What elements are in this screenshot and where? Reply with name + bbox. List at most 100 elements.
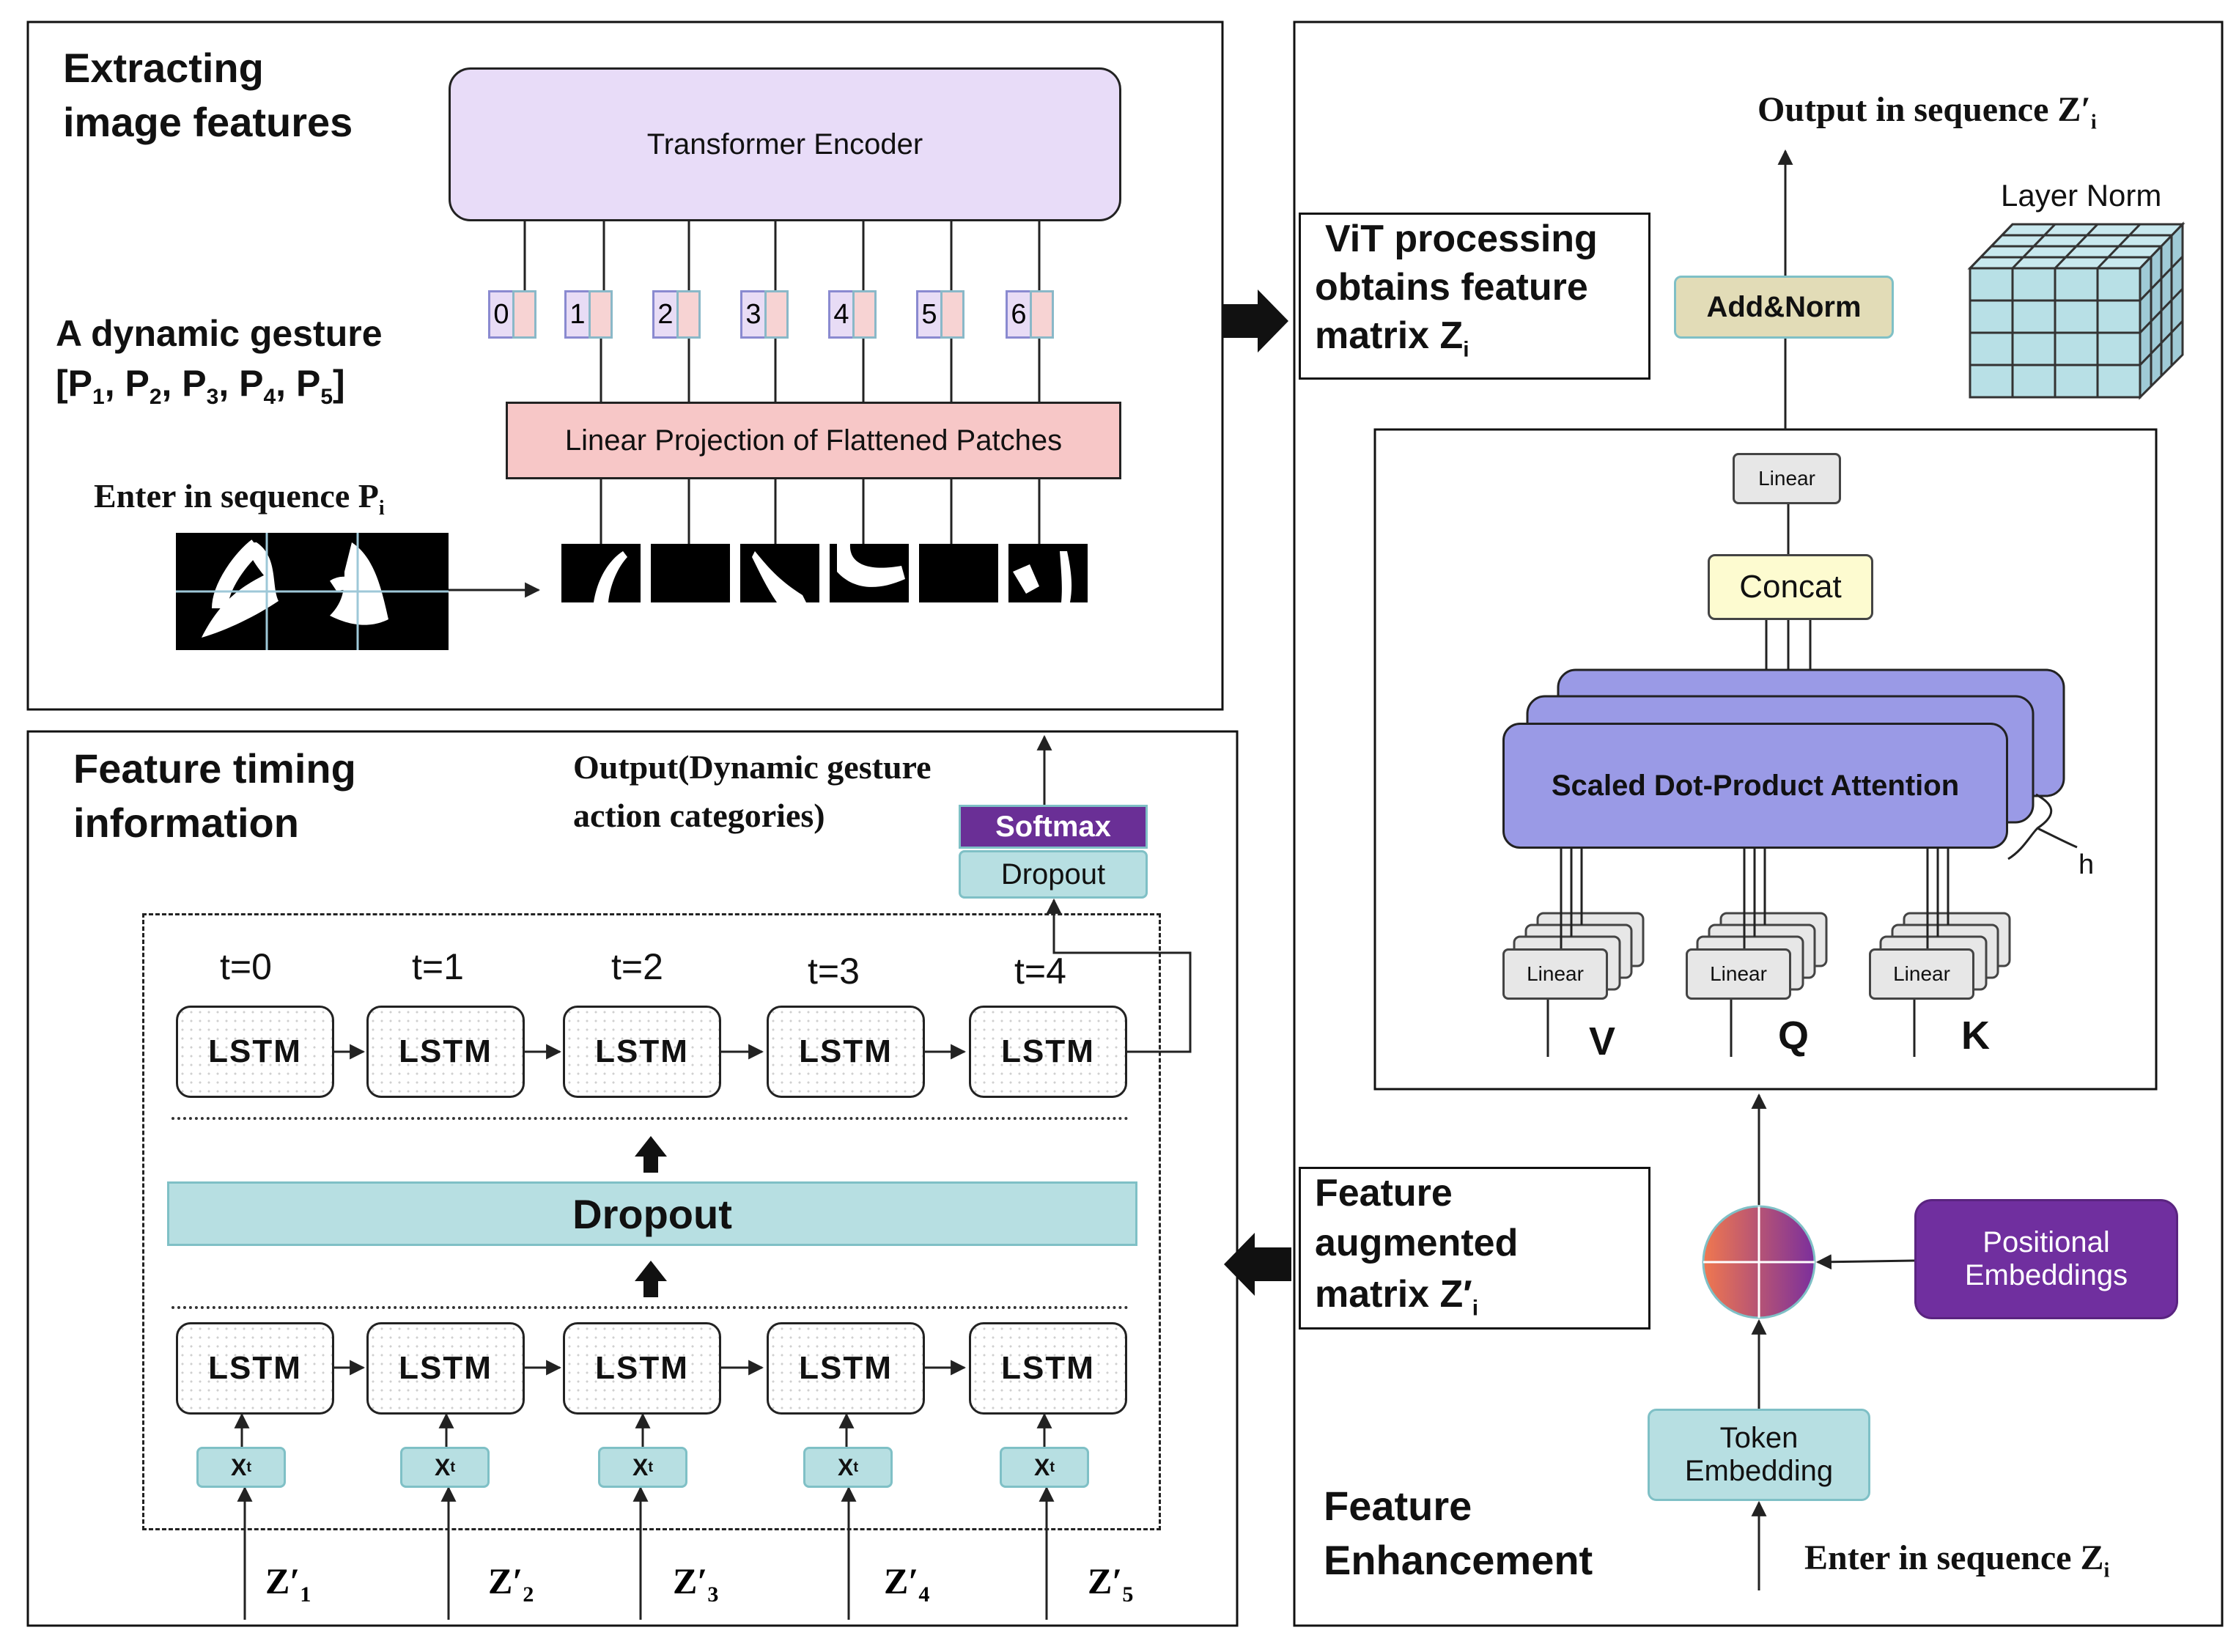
time-step-2: t=2 [611, 946, 663, 987]
layer-norm-label: Layer Norm [2001, 178, 2162, 213]
linear-k-box: Linear [1869, 948, 1974, 1000]
aug-line3: matrix Z′i [1315, 1273, 1479, 1321]
lstm-top-4: LSTM [969, 1006, 1127, 1098]
vit-line2: obtains feature [1315, 266, 1588, 309]
feature-augmented-box [1299, 1167, 1650, 1330]
token-number: 3 [740, 290, 764, 339]
lstm-bottom-2: LSTM [563, 1322, 721, 1415]
token-number: 4 [828, 290, 852, 339]
softmax-label: Softmax [995, 810, 1111, 843]
flattened-patches [561, 544, 1088, 602]
up-arrow-upper [635, 1136, 667, 1173]
z-input-1: Z′1 [265, 1560, 311, 1607]
timing-title-line2: information [73, 800, 299, 846]
token-number: 2 [652, 290, 676, 339]
time-step-1: t=1 [412, 946, 464, 987]
lstm-bottom-3: LSTM [767, 1322, 925, 1415]
token-embedding-box: Token Embedding [1648, 1409, 1870, 1501]
token-3: 3 [740, 290, 789, 339]
token-2: 2 [652, 290, 701, 339]
right-block-arrow [1222, 290, 1288, 353]
layer-norm-cube [1967, 221, 2185, 400]
token-6: 6 [1006, 290, 1054, 339]
vit-line1: ViT processing [1325, 218, 1598, 260]
xt-lstm-arrows [234, 1412, 1052, 1448]
z-input-3: Z′3 [673, 1560, 719, 1607]
positional-to-sum-arrow [1815, 1254, 1915, 1270]
enhance-panel-frame [1293, 21, 2224, 1627]
add-norm-box: Add&Norm [1674, 276, 1894, 339]
enhance-title-line1: Feature [1324, 1483, 1472, 1529]
z-input-2: Z′2 [488, 1560, 534, 1607]
token-number: 6 [1006, 290, 1030, 339]
lstm-top-1: LSTM [366, 1006, 525, 1098]
aug-line2: augmented [1315, 1222, 1519, 1264]
q-label: Q [1778, 1014, 1810, 1058]
token-number: 5 [916, 290, 940, 339]
linear-top-box: Linear [1733, 453, 1841, 504]
enter-sequence-z: Enter in sequence Zi [1804, 1538, 2110, 1582]
encoder-token-lines [523, 220, 1041, 290]
vit-processing-box [1299, 213, 1650, 380]
softmax-box: Softmax [959, 805, 1148, 849]
h-brace [2007, 793, 2078, 860]
lstm-group-dashed-frame [142, 913, 1161, 1530]
time-step-0: t=0 [220, 946, 272, 987]
output-line2: action categories) [573, 797, 825, 834]
add-norm-label: Add&Norm [1706, 290, 1862, 323]
token-5: 5 [916, 290, 964, 339]
positional-line2: Embeddings [1964, 1259, 2128, 1291]
aug-line1: Feature [1315, 1172, 1453, 1214]
token-number: 1 [564, 290, 589, 339]
left-block-arrow [1224, 1233, 1291, 1296]
concat-label: Concat [1739, 569, 1842, 605]
lstm-bottom-4: LSTM [969, 1322, 1127, 1415]
vit-line3: matrix Zi [1315, 314, 1469, 362]
token-1: 1 [564, 290, 613, 339]
gesture-line1: A dynamic gesture [56, 313, 383, 354]
lstm-to-dropout-route [1046, 898, 1192, 1053]
lstm-bottom-0: LSTM [176, 1322, 334, 1415]
time-step-4: t=4 [1014, 951, 1066, 992]
sdpa-label: Scaled Dot-Product Attention [1551, 769, 1960, 802]
linear-projection-label: Linear Projection of Flattened Patches [564, 424, 1063, 457]
positional-embeddings-box: Positional Embeddings [1914, 1199, 2178, 1319]
output-line1: Output(Dynamic gesture [573, 748, 932, 786]
concat-box: Concat [1708, 554, 1873, 620]
z-xt-arrows [237, 1486, 1055, 1620]
k-label: K [1961, 1014, 1990, 1058]
extract-title-line2: image features [63, 99, 353, 145]
linear-attention-lines [1560, 849, 1950, 948]
z-input-5: Z′5 [1088, 1560, 1134, 1607]
transformer-encoder-label: Transformer Encoder [646, 128, 923, 161]
lstm-top-2: LSTM [563, 1006, 721, 1098]
time-step-3: t=3 [808, 951, 860, 992]
timing-panel-frame [26, 730, 1239, 1627]
token-4: 4 [828, 290, 877, 339]
linear-projection-box: Linear Projection of Flattened Patches [506, 402, 1121, 479]
z-input-4: Z′4 [884, 1560, 930, 1607]
timing-title-line1: Feature timing [73, 745, 356, 792]
h-label: h [2078, 849, 2095, 880]
up-arrow-lower [635, 1261, 667, 1297]
token-0: 0 [488, 290, 536, 339]
attention-block-frame [1373, 428, 2158, 1091]
dropout-big-box: Dropout [167, 1181, 1137, 1246]
token-number: 0 [488, 290, 512, 339]
enhance-title-line2: Enhancement [1324, 1537, 1593, 1583]
divider-upper [171, 1117, 1129, 1120]
scaled-dot-product-attention-box: Scaled Dot-Product Attention [1502, 723, 2008, 849]
dropout-small-box: Dropout [959, 850, 1148, 899]
gesture-input-image [176, 533, 449, 650]
divider-lower [171, 1306, 1129, 1309]
lstm-bottom-1: LSTM [366, 1322, 525, 1415]
dropout-big-label: Dropout [572, 1190, 732, 1237]
vqk-input-lines [1546, 1000, 1916, 1057]
gesture-line2: [P1, P2, P3, P4, P5] [56, 363, 345, 410]
v-label: V [1589, 1019, 1616, 1063]
extract-title-line1: Extracting [63, 45, 264, 91]
